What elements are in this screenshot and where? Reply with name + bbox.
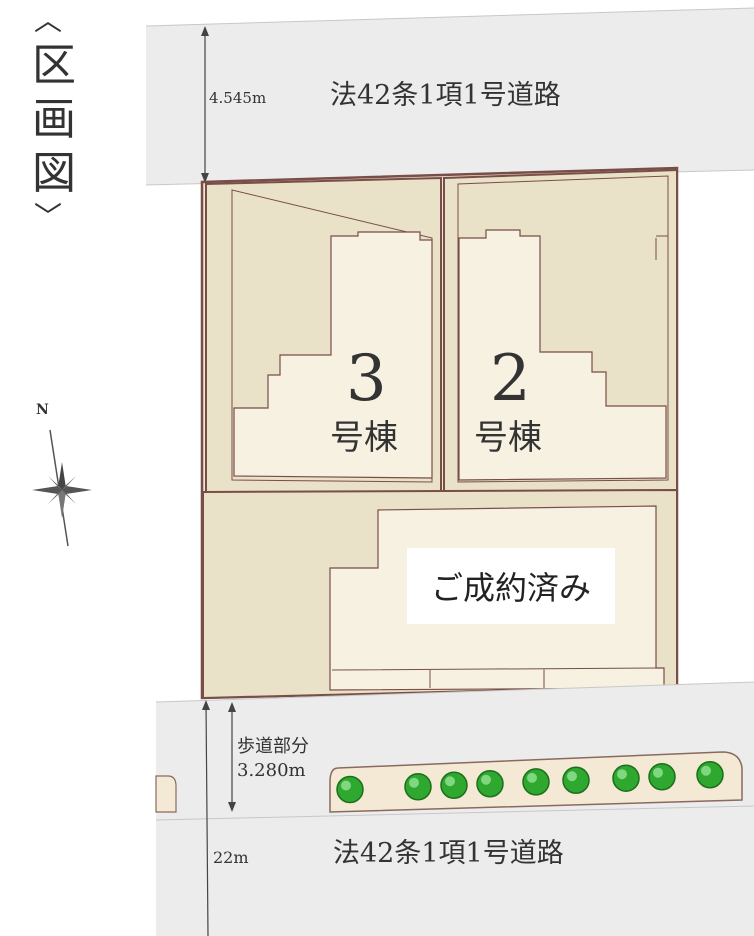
lot-2-suffix: 号棟 (474, 418, 542, 458)
title-char-3: 図 (32, 148, 76, 199)
tree-highlight (527, 772, 537, 783)
tree-icon (404, 772, 432, 801)
lot-2-house (458, 229, 667, 481)
road-top-label: 法42条1項1号道路 (330, 80, 561, 111)
tree-icon (696, 760, 724, 789)
road-bottom-label: 法42条1項1号道路 (333, 838, 564, 869)
sidewalk-label: 歩道部分 (237, 736, 309, 757)
road-top-arrow-up (201, 26, 209, 36)
tree-row (336, 760, 724, 804)
compass-north-label: N (36, 402, 49, 418)
tree-highlight (445, 776, 455, 787)
lot-2-number: 2 (490, 342, 531, 416)
title-bracket-open: ︿ (34, 4, 62, 37)
tree-highlight (409, 777, 419, 788)
road-bottom-width: 22m (213, 848, 249, 867)
lot-2-side-edge (655, 235, 668, 260)
tree-highlight (617, 769, 627, 780)
title-bracket-close: ﹀ (34, 200, 62, 233)
lot-2-inner (457, 175, 669, 483)
road-top-arrow-down (201, 173, 209, 183)
lot-3-number: 3 (346, 342, 387, 416)
tree-icon (476, 770, 504, 798)
compass-icon (32, 429, 92, 547)
lot-3-suffix: 号棟 (330, 418, 398, 458)
sidewalk-edge-top (155, 681, 754, 703)
road-bottom-dimension-line (205, 701, 209, 936)
tree-highlight (567, 771, 577, 782)
tree-icon (612, 764, 640, 792)
tree-highlight (341, 780, 351, 791)
planter-left (155, 775, 177, 813)
road-top-edge (145, 7, 754, 27)
title-char-1: 区 (32, 40, 76, 91)
road-bottom-edge (155, 805, 754, 821)
lot-3-inner (231, 189, 433, 483)
tree-highlight (701, 765, 711, 776)
tree-highlight (481, 774, 491, 785)
tree-icon (562, 766, 590, 794)
tree-highlight (653, 767, 663, 778)
road-bottom-arrow-up (202, 700, 210, 710)
tree-icon (336, 775, 364, 804)
title-char-2: 画 (32, 94, 76, 145)
tree-icon (440, 771, 468, 799)
road-top (146, 8, 754, 185)
sidewalk-arrow-up (228, 702, 236, 712)
sidewalk-arrow-down (228, 802, 236, 812)
sold-label: ご成約済み (407, 548, 615, 624)
road-bottom (156, 806, 754, 936)
road-top-width: 4.545m (209, 89, 266, 107)
tree-icon (648, 762, 676, 791)
tree-icon (522, 768, 550, 796)
lot-3-house (233, 231, 433, 479)
sidewalk-width: 3.280m (237, 760, 306, 781)
lot-sold-porch (331, 667, 665, 688)
